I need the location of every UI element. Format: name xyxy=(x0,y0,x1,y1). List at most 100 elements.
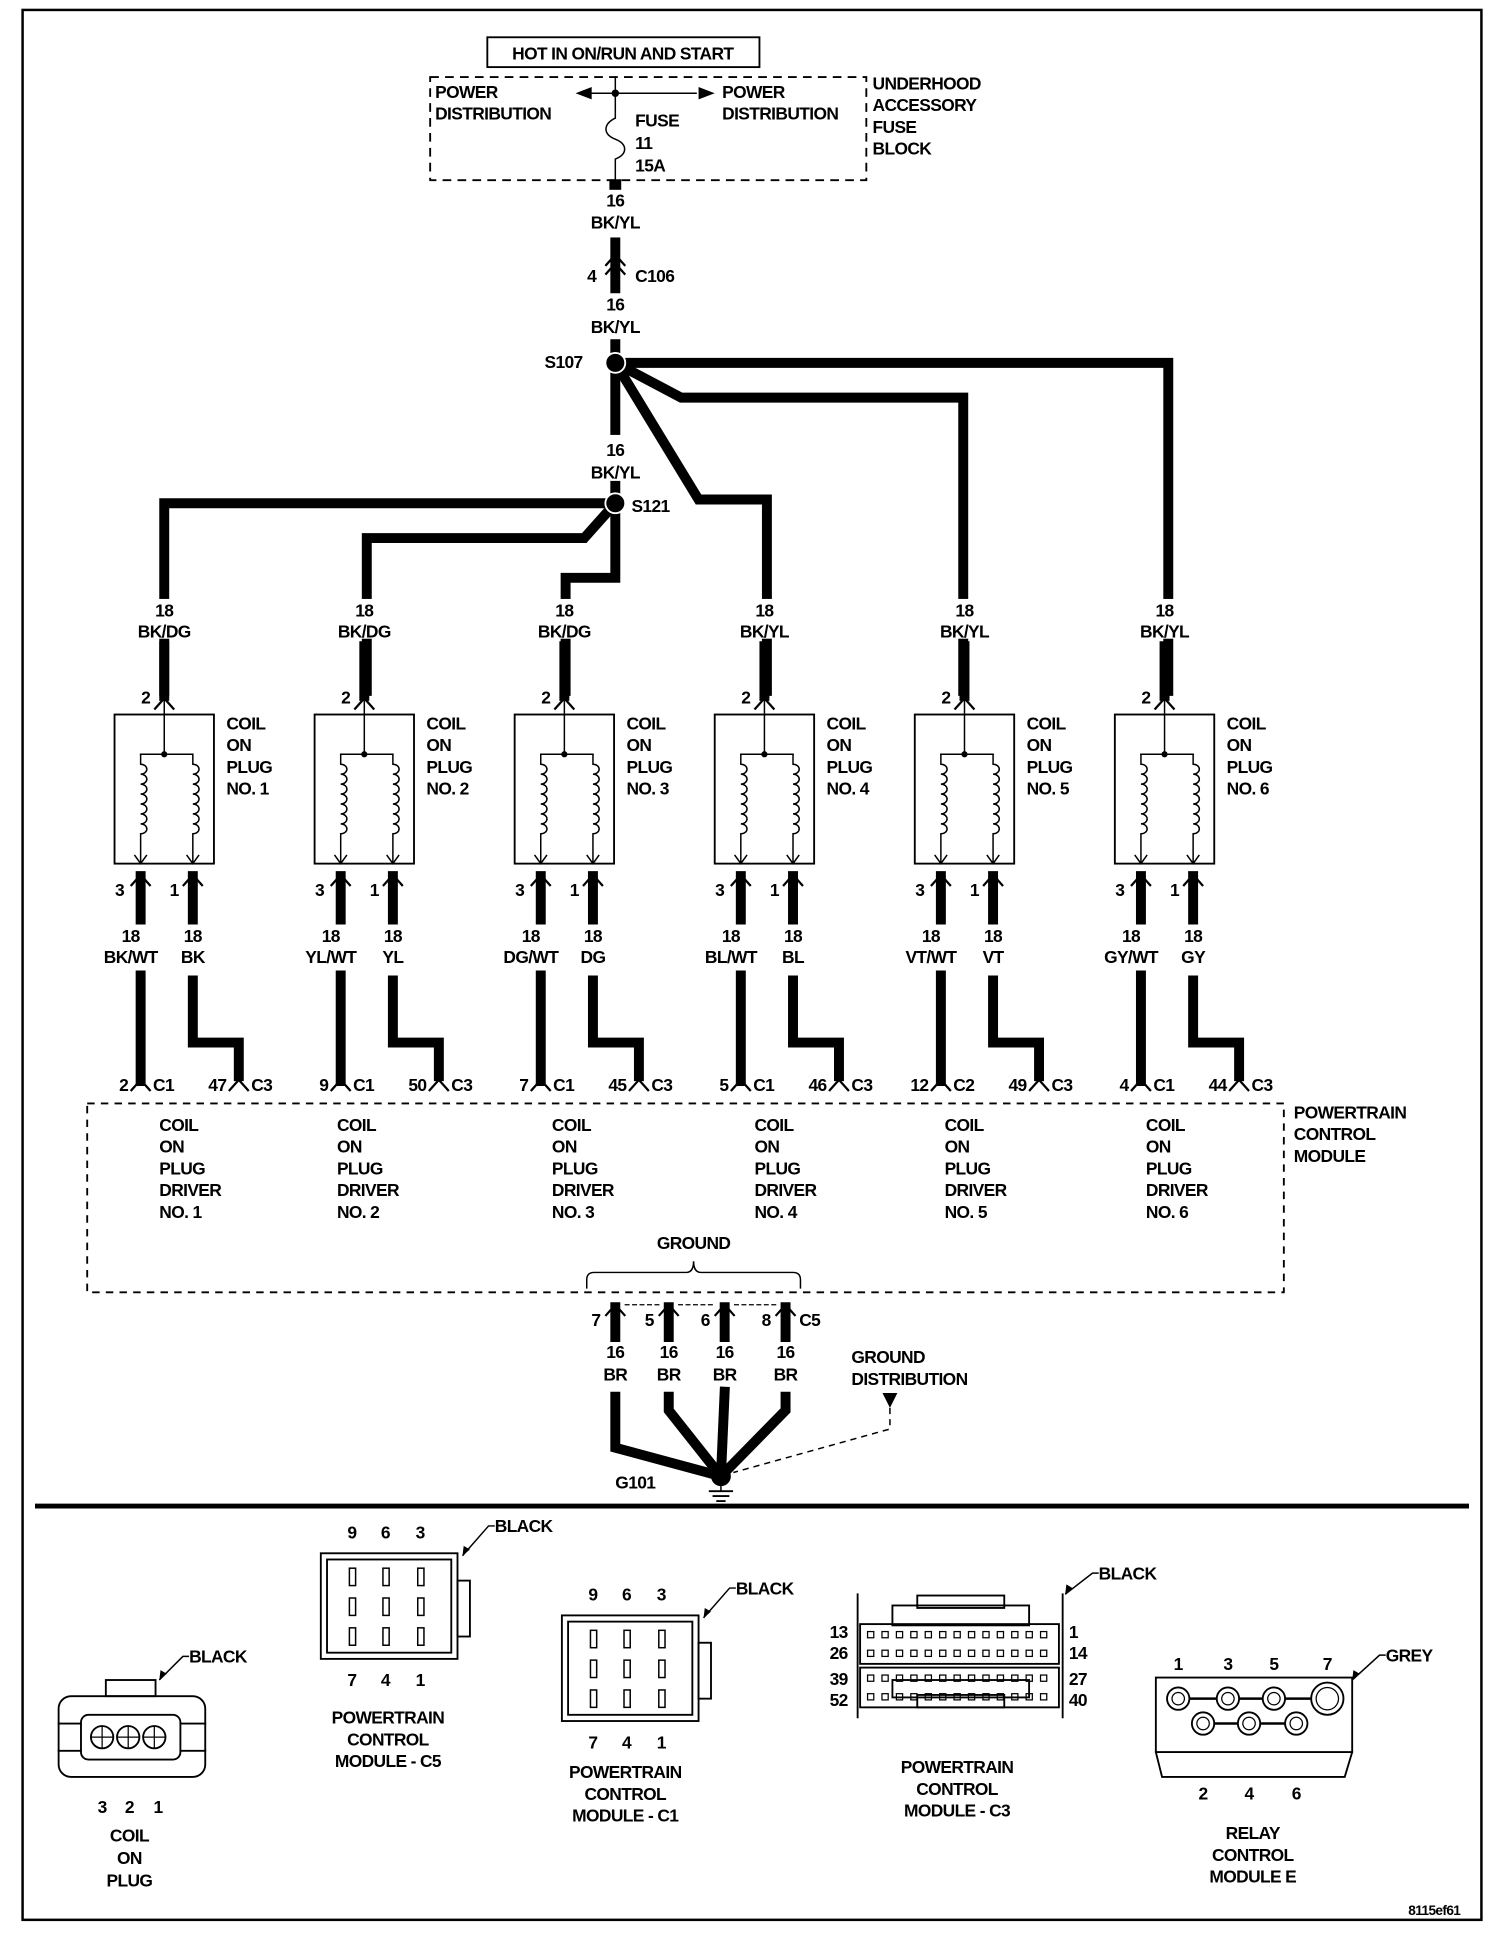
pcm-pin: 49 xyxy=(1009,1075,1028,1095)
coil-ground-wire xyxy=(187,975,244,1082)
terminal-icon xyxy=(589,1629,598,1649)
terminal-icon xyxy=(416,1597,425,1617)
wire-gauge: 18 xyxy=(184,926,203,946)
terminal-icon xyxy=(953,1693,961,1701)
color-tag: BLACK xyxy=(189,1647,248,1667)
terminal-icon xyxy=(658,1629,666,1649)
fuse-block-name: FUSE xyxy=(873,117,917,137)
pin-number: 14 xyxy=(1069,1643,1088,1663)
coil-connector xyxy=(553,696,576,711)
terminal-icon xyxy=(866,1649,875,1658)
coil-ground-wire xyxy=(387,975,444,1082)
label-bg xyxy=(586,293,644,340)
terminal-icon xyxy=(881,1693,889,1701)
pin-number: 13 xyxy=(830,1622,849,1642)
arrow-left-icon xyxy=(575,86,592,100)
terminal-icon xyxy=(924,1630,933,1639)
pin-number: 27 xyxy=(1069,1669,1087,1689)
wire-color: YL xyxy=(382,947,404,967)
arrow-down-icon xyxy=(882,1392,898,1408)
coil-pin-3: 3 xyxy=(515,880,525,900)
wire-gauge: 18 xyxy=(755,600,774,620)
coil-driver-label: ON xyxy=(552,1137,577,1157)
wire-color: BK/YL xyxy=(940,621,990,641)
coil-label: COIL xyxy=(827,713,867,733)
pcm-connector-label: C1 xyxy=(553,1075,575,1095)
coil-winding xyxy=(592,763,600,835)
pcm-outline xyxy=(86,1102,1285,1294)
pcm-connector xyxy=(1130,1078,1152,1092)
wire-color: BK/YL xyxy=(591,317,641,337)
coil-pin-1: 1 xyxy=(770,880,780,900)
coil-label: PLUG xyxy=(226,757,272,777)
terminal-icon xyxy=(953,1649,961,1658)
terminal-icon xyxy=(1190,1711,1216,1736)
terminal-icon xyxy=(996,1693,1005,1701)
coil-pin-3: 3 xyxy=(915,880,925,900)
terminal-icon xyxy=(953,1674,961,1682)
coil-label: COIL xyxy=(226,713,266,733)
junction-dot xyxy=(961,751,968,758)
pin-number: 5 xyxy=(1269,1654,1279,1674)
terminal-icon xyxy=(1215,1686,1241,1711)
coil-pin-2: 2 xyxy=(541,687,550,707)
s121-label: S121 xyxy=(631,496,670,516)
connector-title: CONTROL xyxy=(1212,1845,1295,1865)
pcm-connector-label: C1 xyxy=(1153,1075,1175,1095)
wire-color: BR xyxy=(603,1365,628,1385)
pcm-pin: 12 xyxy=(910,1075,928,1095)
wire-gauge: 18 xyxy=(555,600,574,620)
terminal-icon xyxy=(1039,1649,1048,1658)
pcm-connector-label: C1 xyxy=(753,1075,775,1095)
terminal-icon xyxy=(1025,1693,1033,1701)
terminal-icon xyxy=(895,1649,904,1658)
coil-label: NO. 1 xyxy=(226,779,269,799)
pcm_c5-latch xyxy=(456,1579,471,1638)
connector-title: CONTROL xyxy=(347,1729,430,1749)
pcm-pin: 45 xyxy=(608,1075,627,1095)
wire-to-coil-6 xyxy=(615,357,1174,696)
coil-pin-2: 2 xyxy=(741,687,750,707)
connector-title: PLUG xyxy=(107,1870,153,1890)
coil-driver-label: DRIVER xyxy=(754,1180,817,1200)
label-bg xyxy=(135,598,193,639)
arrow-icon xyxy=(1065,1584,1073,1595)
ground-label: GROUND xyxy=(657,1233,731,1253)
coil-winding xyxy=(740,763,748,835)
pin-number: 7 xyxy=(347,1670,356,1690)
wire-color: BK/YL xyxy=(740,621,790,641)
terminal-icon xyxy=(939,1693,947,1701)
coil-winding xyxy=(540,763,548,835)
coil-plug-tab xyxy=(104,1679,157,1698)
arrow-down-icon xyxy=(586,854,600,865)
coil-pin-1: 1 xyxy=(970,880,980,900)
pcm-name: POWERTRAIN xyxy=(1294,1102,1407,1122)
connector-title: MODULE E xyxy=(1209,1867,1296,1887)
connector-title: COIL xyxy=(110,1826,150,1846)
terminal-icon xyxy=(910,1693,918,1701)
coil-driver-label: NO. 5 xyxy=(945,1202,988,1222)
pin-number: 2 xyxy=(125,1797,134,1817)
ground-connector-label: C5 xyxy=(799,1310,821,1330)
leader-line xyxy=(702,1587,736,1619)
pcm_c1-latch xyxy=(697,1641,712,1700)
coil-winding xyxy=(192,763,200,835)
pcm-connector-label: C1 xyxy=(153,1075,175,1095)
coil-label: NO. 6 xyxy=(1227,779,1270,799)
fuse-terminal xyxy=(609,179,622,190)
terminal-icon xyxy=(895,1630,904,1639)
wire-to-coil-4 xyxy=(611,360,772,696)
wire-color: BL xyxy=(782,947,805,967)
arrow-down-icon xyxy=(786,854,800,865)
coil-winding xyxy=(940,763,948,835)
arrow-icon xyxy=(159,1670,167,1681)
ground-pin: 5 xyxy=(645,1310,655,1330)
coil-winding xyxy=(1140,763,1148,835)
label-bg xyxy=(1135,598,1194,639)
arrow-down-icon xyxy=(1134,854,1148,865)
pcm-connector-label: C3 xyxy=(451,1075,473,1095)
pcm-connector xyxy=(828,1078,850,1092)
color-tag: BLACK xyxy=(495,1516,554,1536)
junction-dot xyxy=(361,751,368,758)
arrow-icon xyxy=(1352,1670,1360,1681)
